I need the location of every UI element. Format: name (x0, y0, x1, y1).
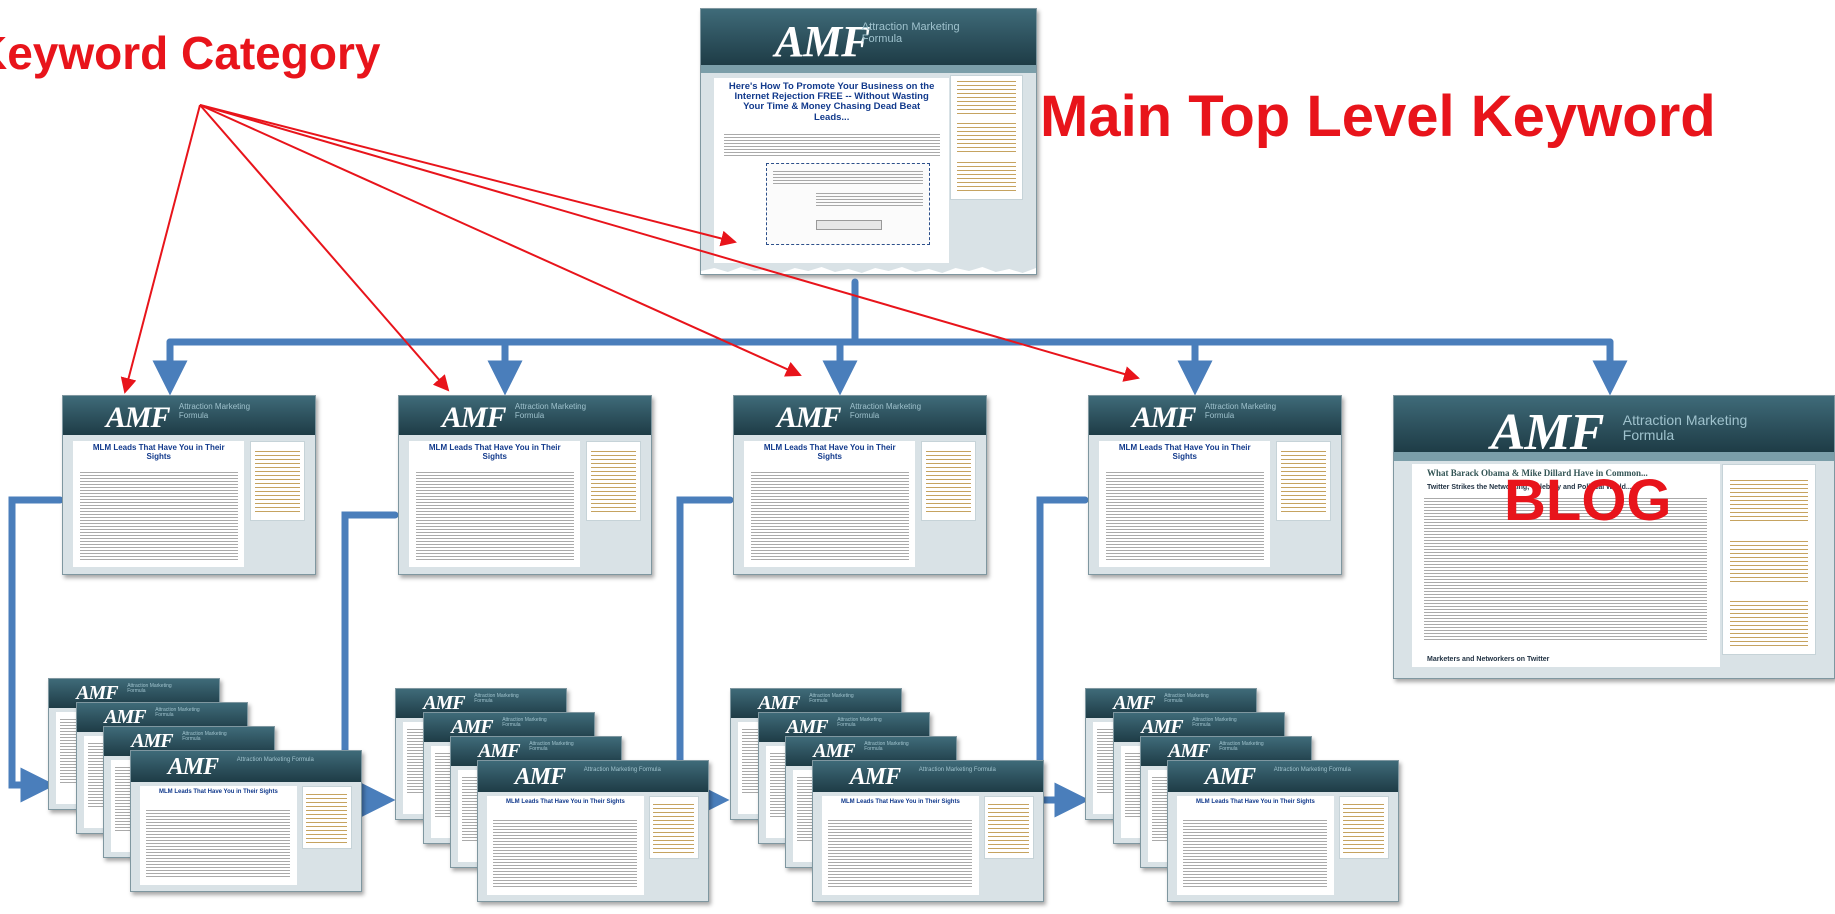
logo-sub: Attraction Marketing Formula (918, 766, 996, 773)
home-logo: AMF (774, 16, 871, 66)
logo-sub: Attraction Marketing Formula (236, 756, 314, 763)
logo: AMF (105, 401, 171, 435)
blog-subtitle: Twitter Strikes the Networking, Celebrit… (1426, 483, 1632, 491)
page-heading: MLM Leads That Have You in Their Sights (840, 798, 960, 805)
logo-sub: Attraction Marketing Formula (529, 741, 574, 753)
logo-sub: Attraction Marketing Formula (583, 766, 661, 773)
logo: AMF (813, 739, 855, 762)
red-arrow-2 (199, 104, 450, 392)
page-heading: MLM Leads That Have You in Their Sights (158, 788, 278, 795)
keyword-category-label: Keyword Category (0, 27, 381, 79)
main-keyword-label: Main Top Level Keyword (1040, 84, 1716, 149)
logo: AMF (131, 729, 173, 752)
blog-logo: AMF (1490, 404, 1605, 462)
logo-sub: Attraction Marketing Formula (837, 717, 882, 729)
home-logo-sub: Attraction Marketing Formula (861, 21, 960, 45)
logo-sub: Attraction Marketing Formula (1204, 402, 1277, 420)
logo: AMF (478, 739, 520, 762)
blog-post-title: What Barack Obama & Mike Dillard Have in… (1426, 467, 1648, 478)
category-page-thumbnail-2: AMF Attraction Marketing Formula MLM Lea… (398, 395, 652, 575)
blog-label: BLOG (1504, 468, 1672, 534)
branch-4 (1036, 496, 1090, 818)
logo: AMF (1168, 739, 1210, 762)
logo: AMF (451, 715, 493, 738)
page-heading: MLM Leads That Have You in Their Sights (763, 443, 896, 462)
logo: AMF (1141, 715, 1183, 738)
logo-sub: Attraction Marketing Formula (127, 683, 172, 695)
logo: AMF (786, 715, 828, 738)
logo-sub: Attraction Marketing Formula (1219, 741, 1264, 753)
branch-3 (676, 496, 734, 818)
logo: AMF (758, 691, 800, 714)
blog-page-thumbnail: AMF Attraction Marketing Formula What Ba… (1393, 395, 1835, 679)
logo-sub: Attraction Marketing Formula (514, 402, 587, 420)
logo: AMF (1204, 764, 1256, 791)
page-heading: MLM Leads That Have You in Their Sights (1195, 798, 1315, 805)
logo-sub: Attraction Marketing Formula (1164, 693, 1209, 705)
logo-sub: Attraction Marketing Formula (1192, 717, 1237, 729)
category-page-thumbnail-1: AMF Attraction Marketing Formula MLM Lea… (62, 395, 316, 575)
blog-logo-sub: Attraction Marketing Formula (1622, 411, 1748, 443)
logo-sub: Attraction Marketing Formula (1273, 766, 1351, 773)
blog-footer: Marketers and Networkers on Twitter (1426, 655, 1550, 663)
logo: AMF (514, 764, 566, 791)
logo: AMF (167, 754, 219, 781)
logo-sub: Attraction Marketing Formula (474, 693, 519, 705)
page-heading: MLM Leads That Have You in Their Sights (92, 443, 225, 462)
logo: AMF (76, 681, 118, 704)
category-page-thumbnail-3: AMF Attraction Marketing Formula MLM Lea… (733, 395, 987, 575)
logo-sub: Attraction Marketing Formula (182, 731, 227, 743)
logo-sub: Attraction Marketing Formula (502, 717, 547, 729)
red-arrow-4 (199, 104, 1140, 382)
logo: AMF (441, 401, 507, 435)
red-arrow-5 (199, 104, 737, 247)
red-arrow-1 (120, 104, 201, 394)
category-page-thumbnail-4: AMF Attraction Marketing Formula MLM Lea… (1088, 395, 1342, 575)
page-heading: MLM Leads That Have You in Their Sights (1118, 443, 1251, 462)
home-heading: Here's How To Promote Your Business on t… (728, 80, 935, 123)
page-heading: MLM Leads That Have You in Their Sights (428, 443, 561, 462)
logo-sub: Attraction Marketing Formula (155, 707, 200, 719)
logo-sub: Attraction Marketing Formula (849, 402, 922, 420)
logo-sub: Attraction Marketing Formula (809, 693, 854, 705)
red-arrow-3 (199, 104, 802, 377)
logo: AMF (104, 705, 146, 728)
logo: AMF (423, 691, 465, 714)
logo-sub: Attraction Marketing Formula (864, 741, 909, 753)
logo: AMF (1113, 691, 1155, 714)
page-heading: MLM Leads That Have You in Their Sights (505, 798, 625, 805)
home-page-thumbnail: AMF Attraction Marketing Formula Here's … (700, 8, 1037, 275)
logo-sub: Attraction Marketing Formula (178, 402, 251, 420)
branch-1 (8, 496, 64, 803)
logo: AMF (1131, 401, 1197, 435)
logo: AMF (849, 764, 901, 791)
logo: AMF (776, 401, 842, 435)
